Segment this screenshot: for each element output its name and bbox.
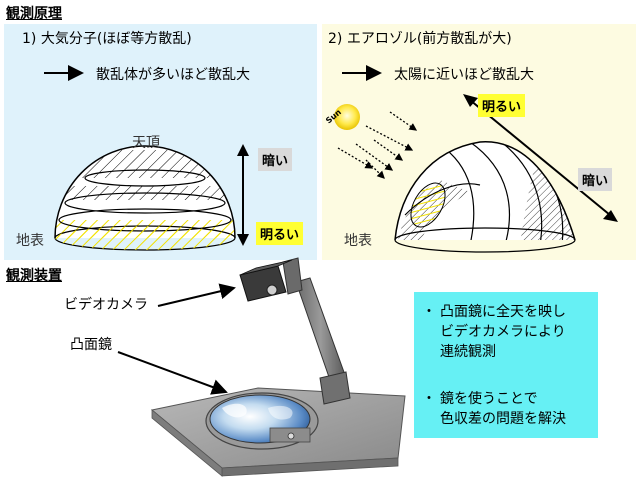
info-line: 色収差の問題を解決 <box>440 411 566 427</box>
info-line: 凸面鏡に全天を映し <box>440 304 566 320</box>
sunlight-rays <box>337 111 418 179</box>
info-box: ・ 凸面鏡に全天を映し ビデオカメラにより 連続観測 ・ 鏡を使うことで 色収差… <box>414 292 598 438</box>
aerosol-ground-label: 地表 <box>344 233 372 249</box>
info-line: 連続観測 <box>440 344 496 360</box>
rayleigh-ground-label: 地表 <box>16 233 44 249</box>
aerosol-rule-text: 太陽に近いほど散乱大 <box>394 67 534 83</box>
camera-arm <box>295 277 346 381</box>
aerosol-title: 2) エアロゾル(前方散乱が大) <box>328 31 512 47</box>
apparatus-heading: 観測装置 <box>6 268 62 284</box>
aerosol-bright-badge: 明るい <box>478 94 526 117</box>
mirror-label: 凸面鏡 <box>70 337 112 353</box>
info-bullet: ・ <box>422 304 436 320</box>
sun-icon <box>334 104 360 130</box>
aerosol-dark-badge: 暗い <box>578 168 613 191</box>
mirror-callout-arrow <box>117 351 228 395</box>
camera-callout-arrow <box>157 283 236 307</box>
info-bullet: ・ <box>422 391 436 407</box>
aerosol-brightness-axis <box>469 99 611 216</box>
camera-label: ビデオカメラ <box>64 297 148 313</box>
rayleigh-bright-badge: 明るい <box>256 222 304 245</box>
info-line: 鏡を使うことで <box>440 391 538 407</box>
zenith-label: 天頂 <box>132 135 160 151</box>
video-camera <box>239 265 287 302</box>
info-line: ビデオカメラにより <box>440 324 566 340</box>
principle-heading: 観測原理 <box>6 6 62 22</box>
rayleigh-title: 1) 大気分子(ほぼ等方散乱) <box>22 31 192 47</box>
rayleigh-rule-text: 散乱体が多いほど散乱大 <box>96 67 250 83</box>
rayleigh-dark-badge: 暗い <box>258 148 293 171</box>
